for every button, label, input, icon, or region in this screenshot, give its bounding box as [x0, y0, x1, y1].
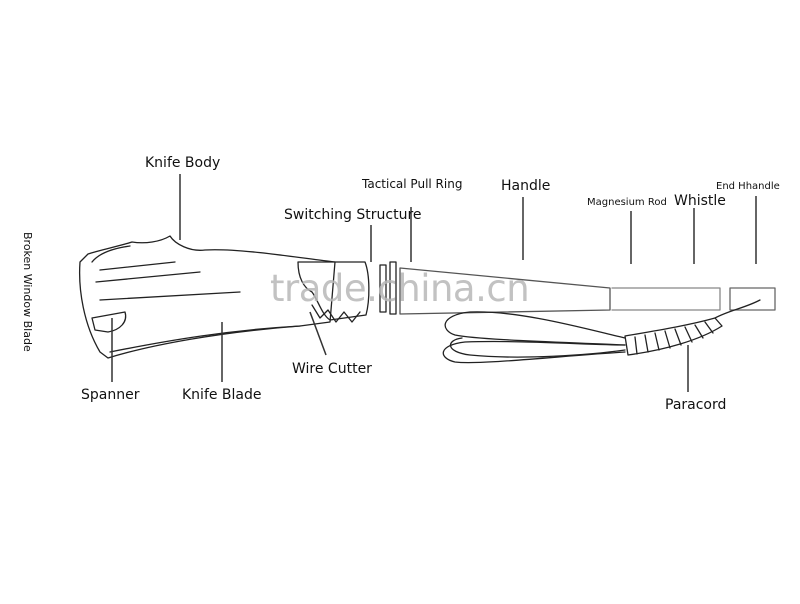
label-handle: Handle — [501, 178, 551, 194]
knife-body-outline — [78, 235, 336, 359]
wire-cutter-shape — [311, 304, 361, 323]
label-side-blade: Broken Window Blade — [21, 232, 34, 352]
spanner-cutout — [91, 311, 127, 333]
knife-head-detail — [91, 245, 241, 301]
label-switching-structure: Switching Structure — [284, 207, 422, 223]
end-handle-shape — [729, 287, 776, 311]
tactical-pull-ring-shape — [379, 261, 397, 315]
label-paracord: Paracord — [665, 397, 727, 413]
label-spanner: Spanner — [81, 387, 140, 403]
paracord-wrap — [624, 317, 723, 356]
leader-wire-cutter — [309, 311, 327, 356]
paracord-loop — [442, 340, 626, 364]
label-magnesium-rod: Magnesium Rod — [587, 197, 667, 208]
paracord-loop — [449, 337, 626, 358]
label-knife-blade: Knife Blade — [182, 387, 262, 403]
switching-structure-shape — [297, 261, 370, 321]
paracord-end — [714, 299, 761, 319]
paracord-loop — [444, 311, 626, 346]
label-whistle: Whistle — [674, 193, 726, 209]
label-knife-body: Knife Body — [145, 155, 221, 171]
knife-blade-edge — [109, 325, 301, 353]
label-end-handle: End Hhandle — [716, 181, 780, 192]
watermark: trade.china.cn — [270, 267, 530, 310]
magnesium-rod-shape — [611, 287, 721, 311]
handle-shape — [399, 267, 611, 315]
label-wire-cutter: Wire Cutter — [292, 361, 372, 377]
paracord-wrap-lines — [634, 321, 714, 355]
label-tactical-pull-ring: Tactical Pull Ring — [362, 177, 463, 191]
